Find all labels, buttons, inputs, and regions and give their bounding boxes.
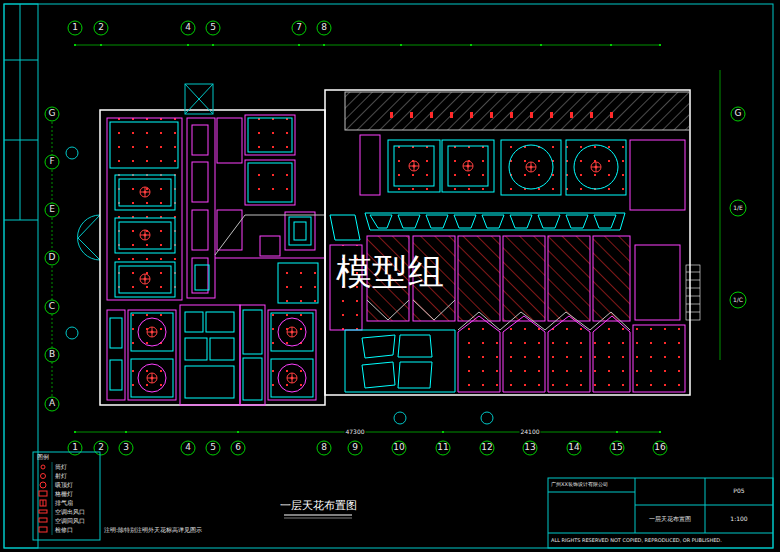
grid-bubble: 1/E [733, 205, 743, 212]
legend-text: 吸顶灯 [55, 481, 73, 488]
grid-bubble: 1 [72, 23, 78, 33]
grid-bubble: 13 [524, 443, 535, 453]
grid-bubble: A [49, 399, 55, 409]
dimension-text: 47300 [344, 429, 365, 436]
dimension-text: 24100 [519, 429, 540, 436]
grid-bubble: 3 [123, 443, 129, 453]
grid-bubble: F [49, 157, 54, 167]
grid-bubble: 16 [654, 443, 665, 453]
grid-bubble: B [49, 350, 55, 360]
grid-bubble: 7 [296, 23, 302, 33]
drawing-scale: 1:100 [730, 516, 747, 523]
legend-text: 格栅灯 [55, 490, 73, 497]
legend-text: 检修口 [55, 526, 73, 533]
legend-text: 筒灯 [55, 463, 67, 470]
company-name: 广州XX装饰设计有限公司 [551, 482, 608, 488]
grid-bubble: 5 [210, 23, 216, 33]
legend-row: 排气扇 [55, 500, 73, 507]
legend-row: 空调回风口 [55, 518, 85, 525]
grid-bubble: 9 [352, 443, 358, 453]
grid-bubble: 14 [568, 443, 579, 453]
grid-bubble: 8 [321, 23, 327, 33]
legend-row: 格栅灯 [55, 491, 73, 498]
legend-title: 图例 [37, 454, 49, 461]
grid-bubble: 1 [72, 443, 78, 453]
grid-bubble: G [49, 109, 56, 119]
grid-bubble: 11 [437, 443, 448, 453]
grid-bubble: 2 [98, 443, 104, 453]
drawing-note: 注明:除特别注明外天花标高详见图示 [104, 527, 202, 534]
legend-row: 空调出风口 [55, 509, 85, 516]
grid-bubble: 10 [393, 443, 404, 453]
copyright-note: ALL RIGHTS RESERVED NOT COPIED, REPRODUC… [551, 538, 722, 544]
legend-row: 吸顶灯 [55, 482, 73, 489]
grid-bubble: 4 [185, 443, 191, 453]
grid-bubble: 2 [98, 23, 104, 33]
block-title: 一层天花布置图 [649, 516, 691, 523]
legend-row: 射灯 [55, 473, 67, 480]
grid-bubble: 6 [235, 443, 241, 453]
watermark: 模型组 [336, 252, 444, 292]
legend-text: 空调出风口 [55, 508, 85, 515]
grid-bubble: 1/C [733, 297, 743, 304]
grid-bubble: E [49, 205, 55, 215]
grid-bubble: D [49, 253, 56, 263]
grid-bubble: G [735, 109, 742, 119]
drawing-title: 一层天花布置图 [280, 500, 357, 512]
grid-bubble: 8 [321, 443, 327, 453]
legend-row: 检修口 [55, 527, 73, 534]
grid-bubble: 15 [611, 443, 622, 453]
legend-text: 射灯 [55, 472, 67, 479]
legend-row: 筒灯 [55, 464, 67, 471]
sheet-number: P05 [733, 488, 744, 495]
grid-bubble: C [49, 302, 55, 312]
legend-text: 排气扇 [55, 499, 73, 506]
grid-bubble: 12 [481, 443, 492, 453]
legend-text: 空调回风口 [55, 517, 85, 524]
grid-bubble: 4 [185, 23, 191, 33]
grid-bubble: 5 [210, 443, 216, 453]
